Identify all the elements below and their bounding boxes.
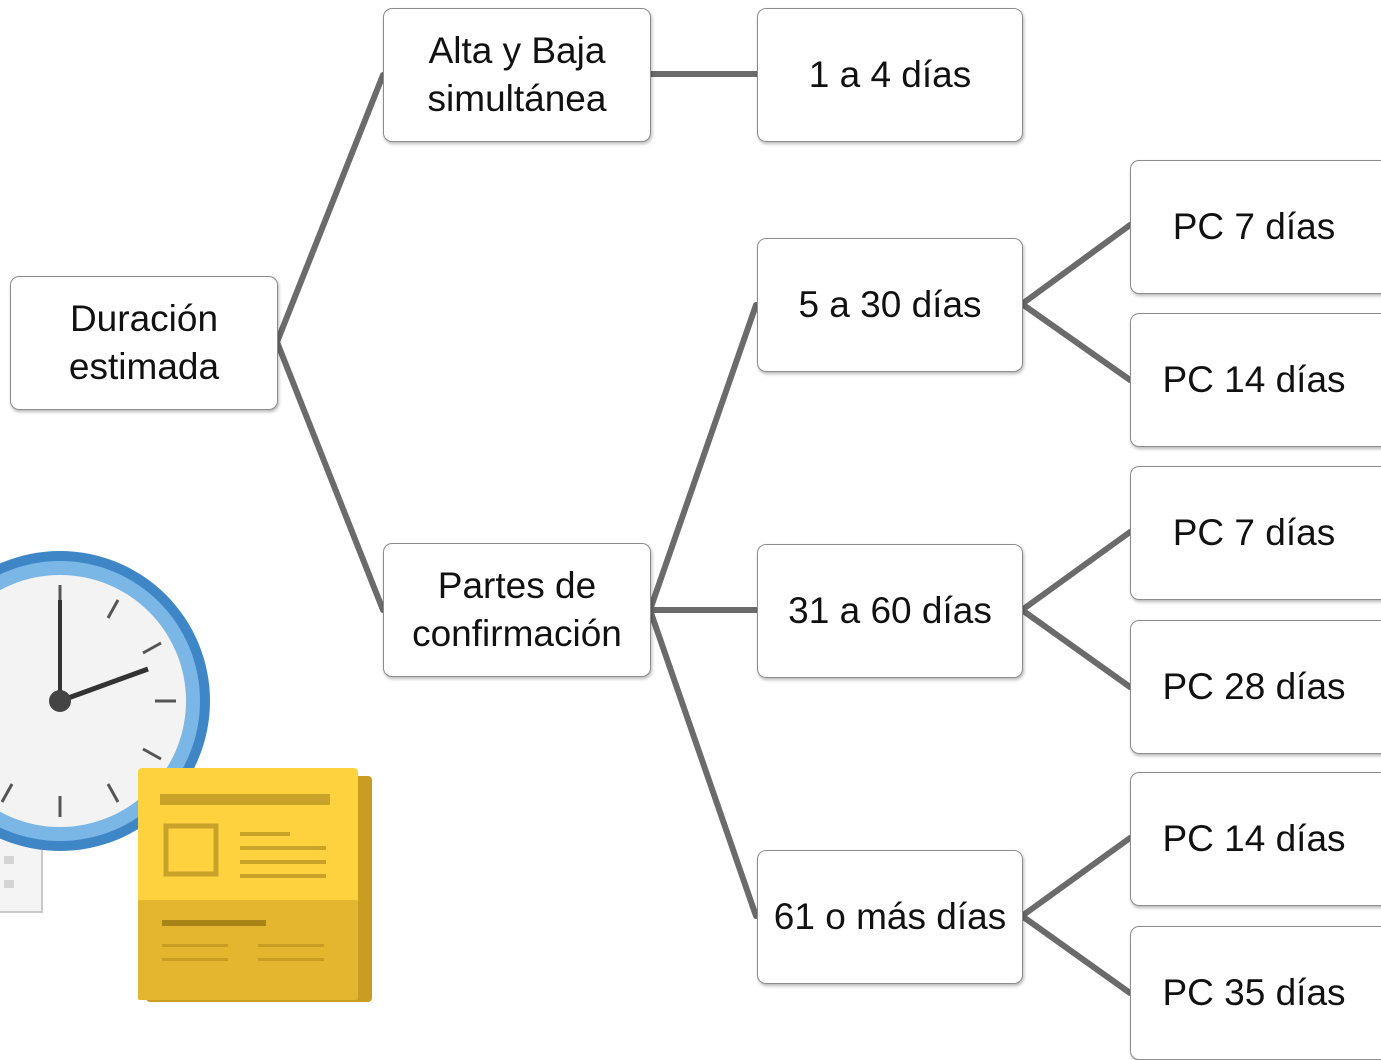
- connector-61-pc14: [1019, 835, 1133, 919]
- node-label: 1 a 4 días: [808, 53, 972, 95]
- node-label: Duración estimada: [68, 297, 220, 387]
- node-pc-7-dias: PC 7 días: [1130, 466, 1381, 600]
- connector-root-alta: [274, 72, 386, 345]
- node-partes-confirmacion: Partes de confirmación: [383, 543, 651, 677]
- node-label: PC 7 días: [1172, 205, 1336, 247]
- node-label: 61 o más días: [773, 895, 1007, 937]
- illustration: [0, 551, 372, 1002]
- connector-5a30-pc7: [1019, 222, 1133, 307]
- node-label: PC 35 días: [1162, 971, 1346, 1013]
- connector-root-partes: [274, 339, 386, 613]
- node-pc-7-dias: PC 7 días: [1130, 160, 1381, 294]
- node-label: 31 a 60 días: [788, 589, 992, 631]
- node-61-o-mas-dias: 61 o más días: [757, 850, 1023, 984]
- document-icon: [138, 768, 372, 1002]
- node-label: PC 14 días: [1162, 358, 1346, 400]
- node-pc-35-dias: PC 35 días: [1130, 926, 1381, 1060]
- node-5-a-30-dias: 5 a 30 días: [757, 238, 1023, 372]
- node-label: Partes de confirmación: [412, 564, 622, 654]
- node-pc-14-dias: PC 14 días: [1130, 772, 1381, 906]
- connector-5a30-pc14: [1019, 301, 1133, 383]
- connector-partes-5a30: [647, 302, 759, 613]
- node-duracion-estimada: Duración estimada: [10, 276, 278, 410]
- node-label: PC 7 días: [1172, 511, 1336, 553]
- node-label: PC 14 días: [1162, 817, 1346, 859]
- connector-31a60-pc7: [1019, 529, 1133, 613]
- node-pc-14-dias: PC 14 días: [1130, 313, 1381, 447]
- node-label: PC 28 días: [1162, 665, 1346, 707]
- node-label: 5 a 30 días: [798, 283, 982, 325]
- node-pc-28-dias: PC 28 días: [1130, 620, 1381, 754]
- node-alta-baja: Alta y Baja simultánea: [383, 8, 651, 142]
- connector-partes-61: [647, 607, 759, 919]
- node-31-a-60-dias: 31 a 60 días: [757, 544, 1023, 678]
- node-1-a-4-dias: 1 a 4 días: [757, 8, 1023, 142]
- node-label: Alta y Baja simultánea: [427, 29, 607, 119]
- connector-61-pc35: [1019, 913, 1133, 996]
- connector-31a60-pc28: [1019, 607, 1133, 690]
